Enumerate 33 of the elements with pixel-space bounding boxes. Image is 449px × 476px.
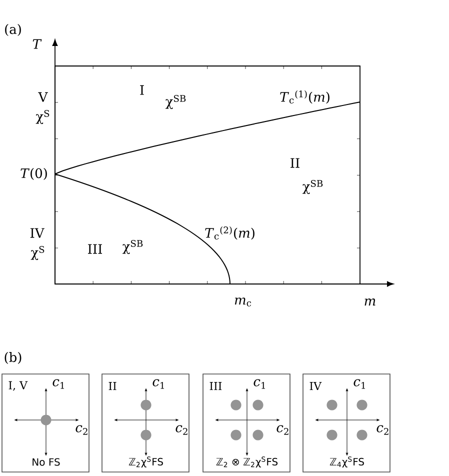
region-label: I <box>140 85 144 95</box>
axis-label: c$_{1}$ <box>52 379 64 389</box>
phase-label: χ$^{SB}$ <box>122 240 143 254</box>
fermi-surface-label: No FS <box>32 458 60 466</box>
axis-label: c$_{2}$ <box>76 425 88 435</box>
panel-label: III <box>210 382 222 390</box>
panel-label: I, V <box>8 381 28 391</box>
axis-label: c$_{1}$ <box>354 379 365 389</box>
phase-label: χ$^{S}$ <box>36 110 50 124</box>
axis-label: c$_{1}$ <box>152 379 164 389</box>
region-label: IV <box>30 228 44 238</box>
axis-label: c$_{1}$ <box>254 379 265 389</box>
panel-label: II <box>108 382 116 390</box>
fermi-surface-label: ℤ$_{2}$ ⊗ ℤ$_{2}$χ$^{S}$FS <box>216 456 278 468</box>
region-label: II <box>290 158 300 168</box>
phase-label: χ$^{SB}$ <box>166 95 186 109</box>
axis-tick-label: T(0) <box>20 168 47 180</box>
axis-label: T <box>32 39 42 49</box>
fermi-surface-label: ℤ$_{4}$χ$^{S}$FS <box>330 456 364 468</box>
axis-label: c$_{2}$ <box>376 425 388 435</box>
axis-tick-label: m$_{c}$ <box>234 298 252 306</box>
axis-label: c$_{2}$ <box>176 425 188 435</box>
region-label: III <box>88 244 102 254</box>
fermi-surface-label: ℤ$_{2}$χ$^{S}$FS <box>128 456 163 468</box>
region-label: V <box>38 92 48 102</box>
axis-label: m <box>364 298 376 306</box>
phase-label: χ$^{SB}$ <box>302 180 323 194</box>
phase-label: χ$^{S}$ <box>30 246 44 260</box>
panel-label: (a) <box>5 24 21 36</box>
curve-label: T$_{c}$$^{(2)}$(m) <box>205 226 254 240</box>
panel-label: IV <box>310 382 322 390</box>
axis-label: c$_{2}$ <box>276 425 288 435</box>
curve-label: T$_{c}$$^{(1)}$(m) <box>280 90 330 104</box>
